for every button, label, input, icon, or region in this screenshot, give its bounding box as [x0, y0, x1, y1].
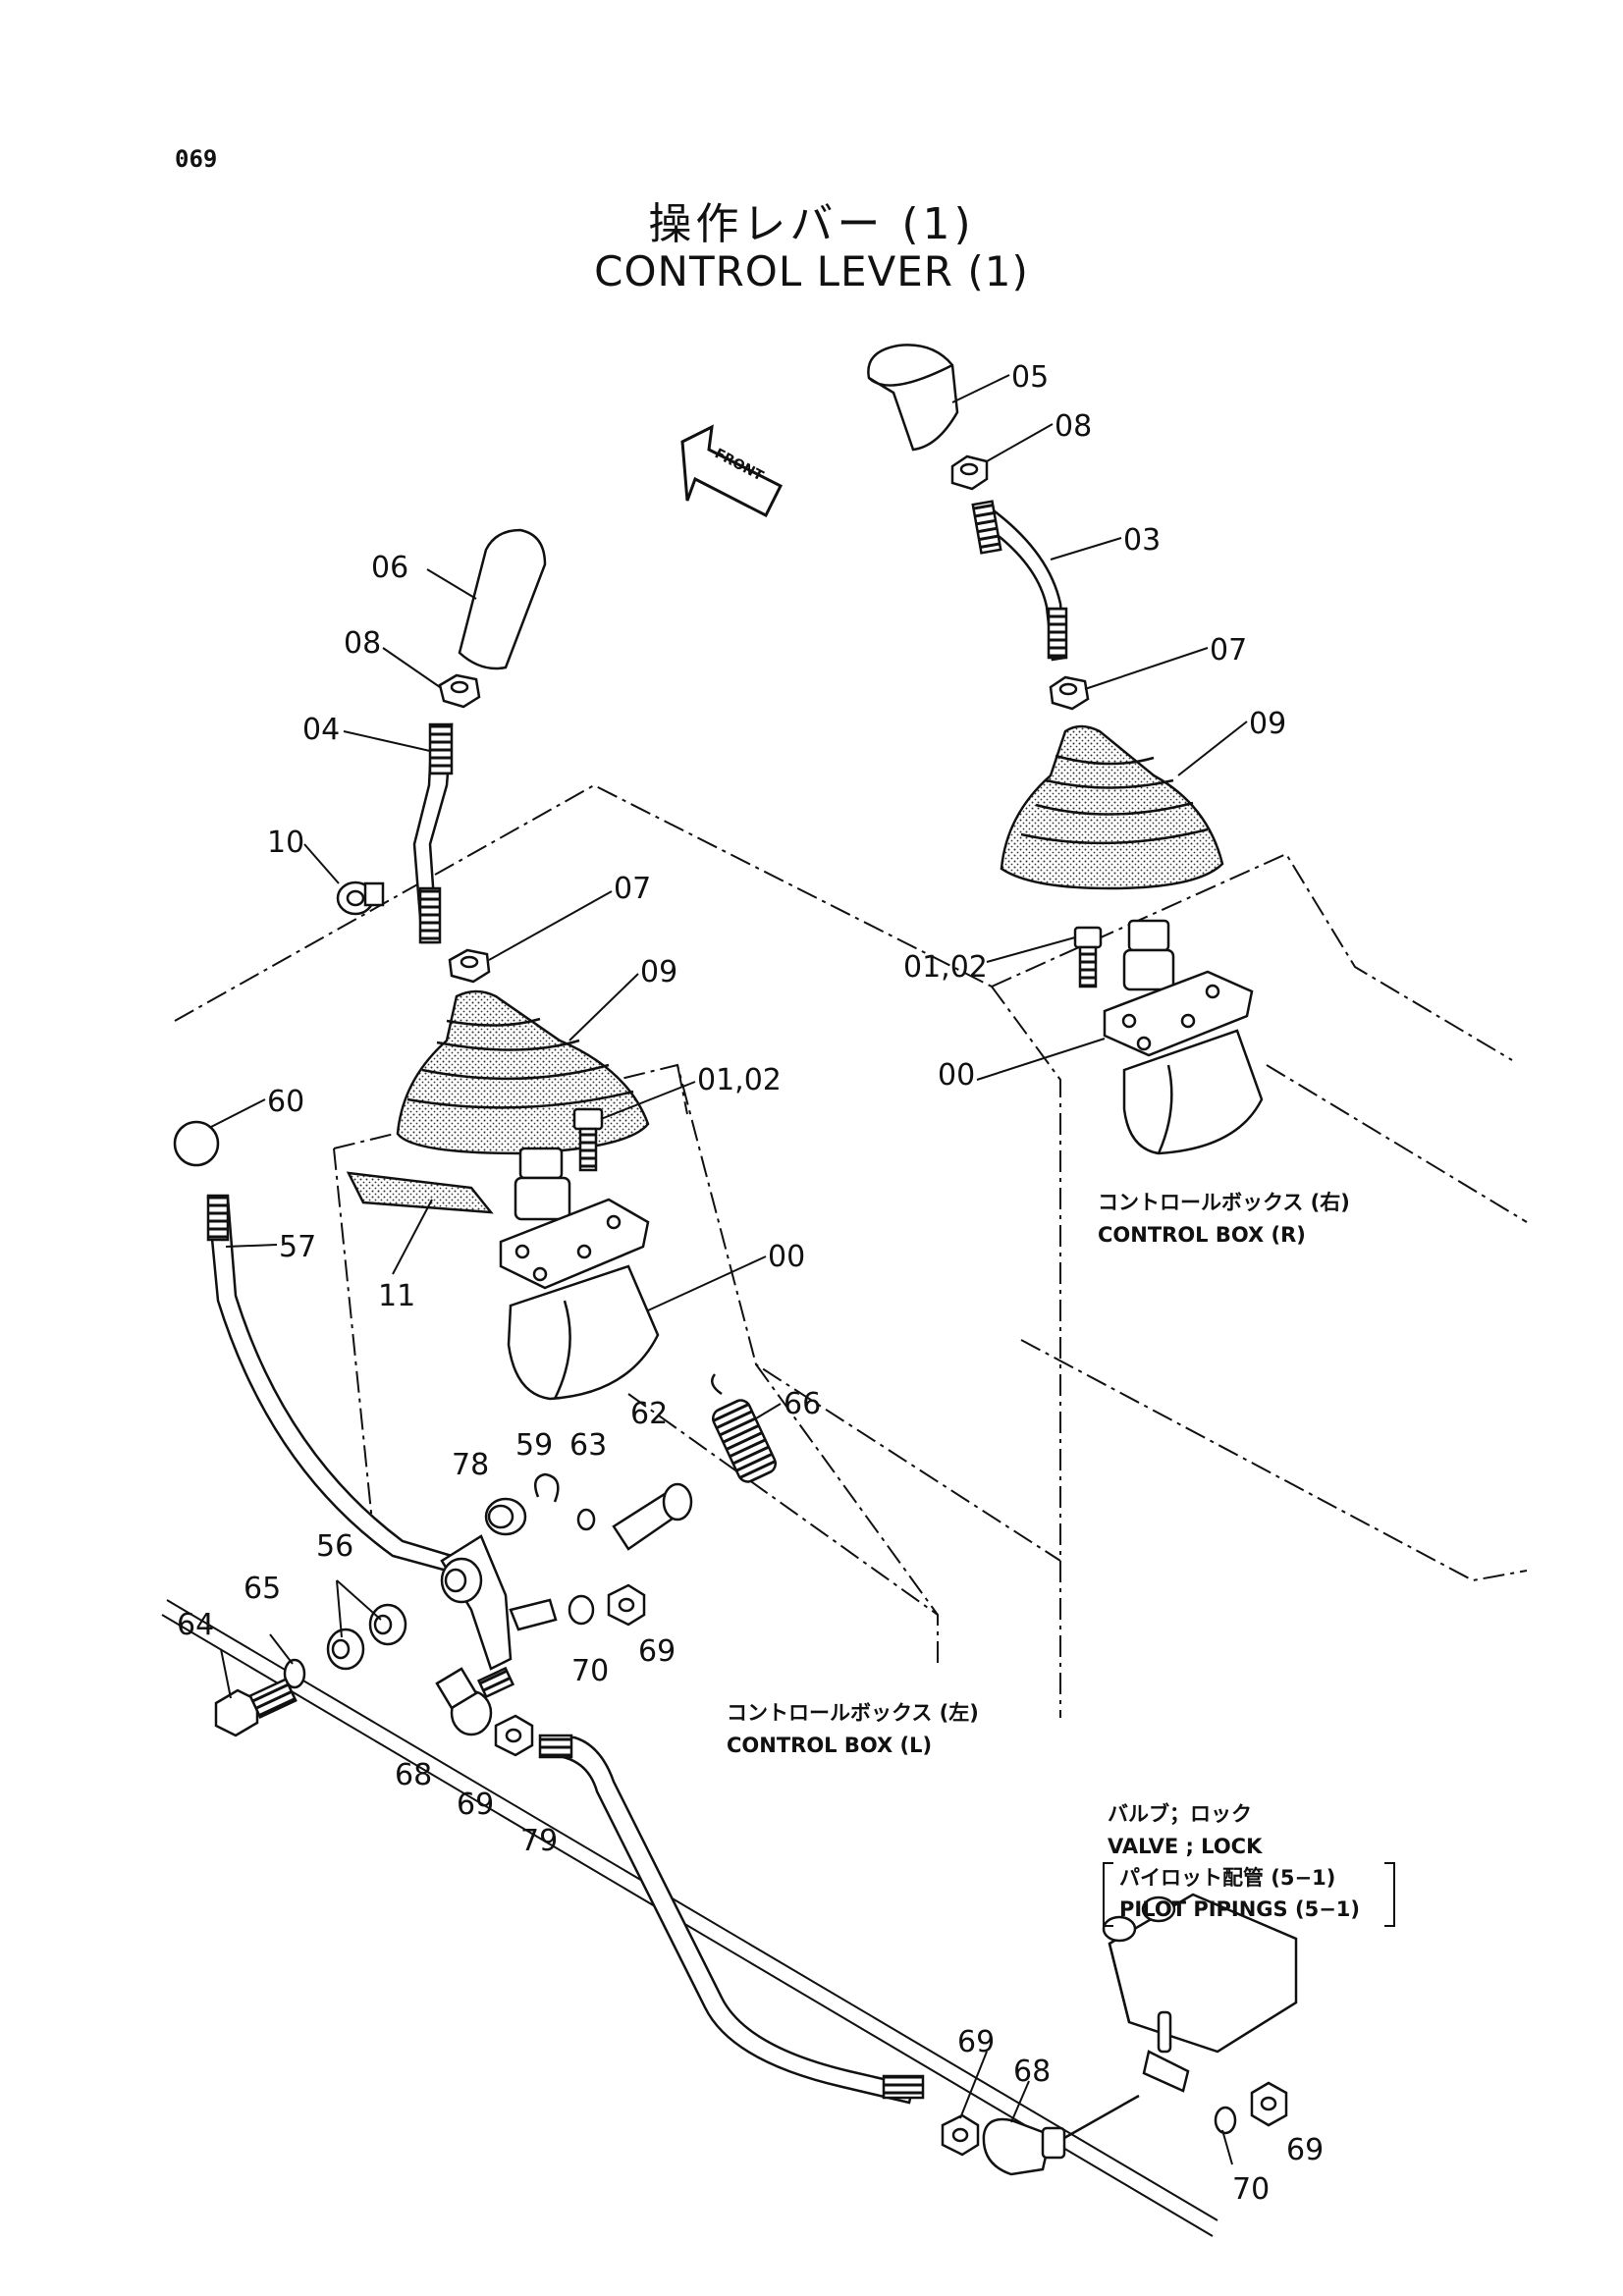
left-pilot-valve [499, 1147, 660, 1401]
label-56: 56 [316, 1529, 353, 1564]
label-68b: 68 [1013, 2055, 1051, 2089]
lock-rod-79 [543, 1735, 915, 2105]
label-69c: 69 [957, 2025, 995, 2059]
label-l-11: 11 [378, 1279, 415, 1313]
label-79: 79 [520, 1824, 558, 1858]
label-70a: 70 [571, 1654, 609, 1688]
lock-bolt-64 [214, 1678, 298, 1737]
lock-spring-66 [710, 1373, 777, 1483]
label-78: 78 [452, 1448, 489, 1482]
part-number-labels: 05 08 03 07 09 01,02 00 06 08 04 10 07 0… [177, 360, 1324, 2207]
leader-lines [210, 374, 1248, 2165]
label-57: 57 [279, 1230, 316, 1264]
caption-valve-en: VALVE ; LOCK [1108, 1835, 1263, 1858]
lock-washer-70a [568, 1594, 595, 1626]
front-arrow-icon: FRONT [680, 424, 784, 518]
label-l-06: 06 [371, 551, 408, 585]
label-66: 66 [784, 1387, 821, 1421]
label-65: 65 [243, 1572, 281, 1606]
right-pilot-valve [1103, 919, 1264, 1155]
captions: コントロールボックス (右) CONTROL BOX (R) コントロールボック… [727, 1191, 1395, 1927]
label-l-08: 08 [344, 626, 381, 661]
label-l-01-02: 01,02 [697, 1063, 782, 1097]
label-l-09: 09 [640, 955, 677, 989]
right-bolt [1073, 926, 1103, 949]
label-l-10: 10 [267, 826, 304, 860]
lock-valve [1102, 1893, 1298, 2135]
label-r-01-02: 01,02 [903, 950, 988, 985]
left-lever-assembly [336, 528, 660, 1401]
label-69d: 69 [1286, 2133, 1324, 2167]
caption-box-left-en: CONTROL BOX (L) [727, 1734, 932, 1757]
lock-nut-69b [494, 1714, 534, 1757]
lock-ball-joint-68b [982, 2094, 1140, 2176]
left-grommet [336, 881, 385, 916]
lock-linkage [173, 1120, 1140, 2176]
left-grip [458, 528, 547, 670]
left-bolt [572, 1107, 604, 1131]
label-l-07: 07 [614, 872, 651, 906]
caption-box-right-en: CONTROL BOX (R) [1098, 1223, 1306, 1247]
lock-washer-63 [576, 1508, 596, 1531]
label-59: 59 [515, 1428, 553, 1463]
lock-ball-joint-68a [435, 1666, 515, 1736]
label-r-05: 05 [1011, 360, 1049, 395]
lock-lever [206, 1196, 454, 1573]
lock-bushing-56b [326, 1628, 365, 1671]
label-63: 63 [569, 1428, 607, 1463]
lock-washer-70b [1214, 2106, 1237, 2135]
label-l-00: 00 [768, 1240, 805, 1274]
lock-bushing-56a [368, 1603, 407, 1646]
right-grip [867, 344, 959, 452]
page-number: 069 [175, 145, 218, 173]
lock-lever-plate [440, 1534, 513, 1671]
title-japanese: 操作レバー (1) [648, 199, 975, 249]
label-r-03: 03 [1123, 523, 1161, 558]
lock-bushing-78 [484, 1497, 527, 1536]
lock-nut-69c [941, 2113, 980, 2157]
label-r-09: 09 [1249, 707, 1286, 741]
caption-pilot-en: PILOT PIPINGS (5−1) [1119, 1897, 1360, 1921]
lock-pin-62 [612, 1482, 693, 1551]
label-64: 64 [177, 1608, 214, 1642]
left-bracket [346, 1171, 494, 1214]
label-r-00: 00 [938, 1058, 975, 1093]
lock-nut-69d [1250, 2081, 1288, 2127]
caption-bracket-left [1103, 1862, 1113, 1927]
title-english: CONTROL LEVER (1) [594, 247, 1029, 295]
label-l-04: 04 [302, 713, 340, 747]
lock-nut-69a [607, 1583, 646, 1627]
label-69a: 69 [638, 1634, 676, 1669]
right-lever-assembly [867, 344, 1264, 1155]
caption-bracket-right [1384, 1862, 1395, 1927]
label-60: 60 [267, 1085, 304, 1119]
caption-valve-jp: バルブ；ロック [1108, 1802, 1252, 1826]
label-68a: 68 [395, 1758, 432, 1792]
caption-box-left-jp: コントロールボックス (左) [727, 1701, 979, 1725]
lock-knob [173, 1120, 220, 1167]
label-62: 62 [630, 1397, 668, 1431]
lock-washer-65 [283, 1658, 306, 1689]
label-r-07: 07 [1210, 633, 1247, 667]
control-box-outlines [174, 783, 1528, 1718]
label-69b: 69 [457, 1788, 494, 1822]
caption-box-right-jp: コントロールボックス (右) [1098, 1191, 1350, 1214]
caption-pilot-jp: パイロット配管 (5−1) [1119, 1866, 1335, 1890]
label-r-08: 08 [1055, 409, 1092, 444]
lock-clip-59 [533, 1472, 560, 1503]
right-rubber-boot [1000, 724, 1224, 890]
label-70b: 70 [1232, 2172, 1270, 2207]
